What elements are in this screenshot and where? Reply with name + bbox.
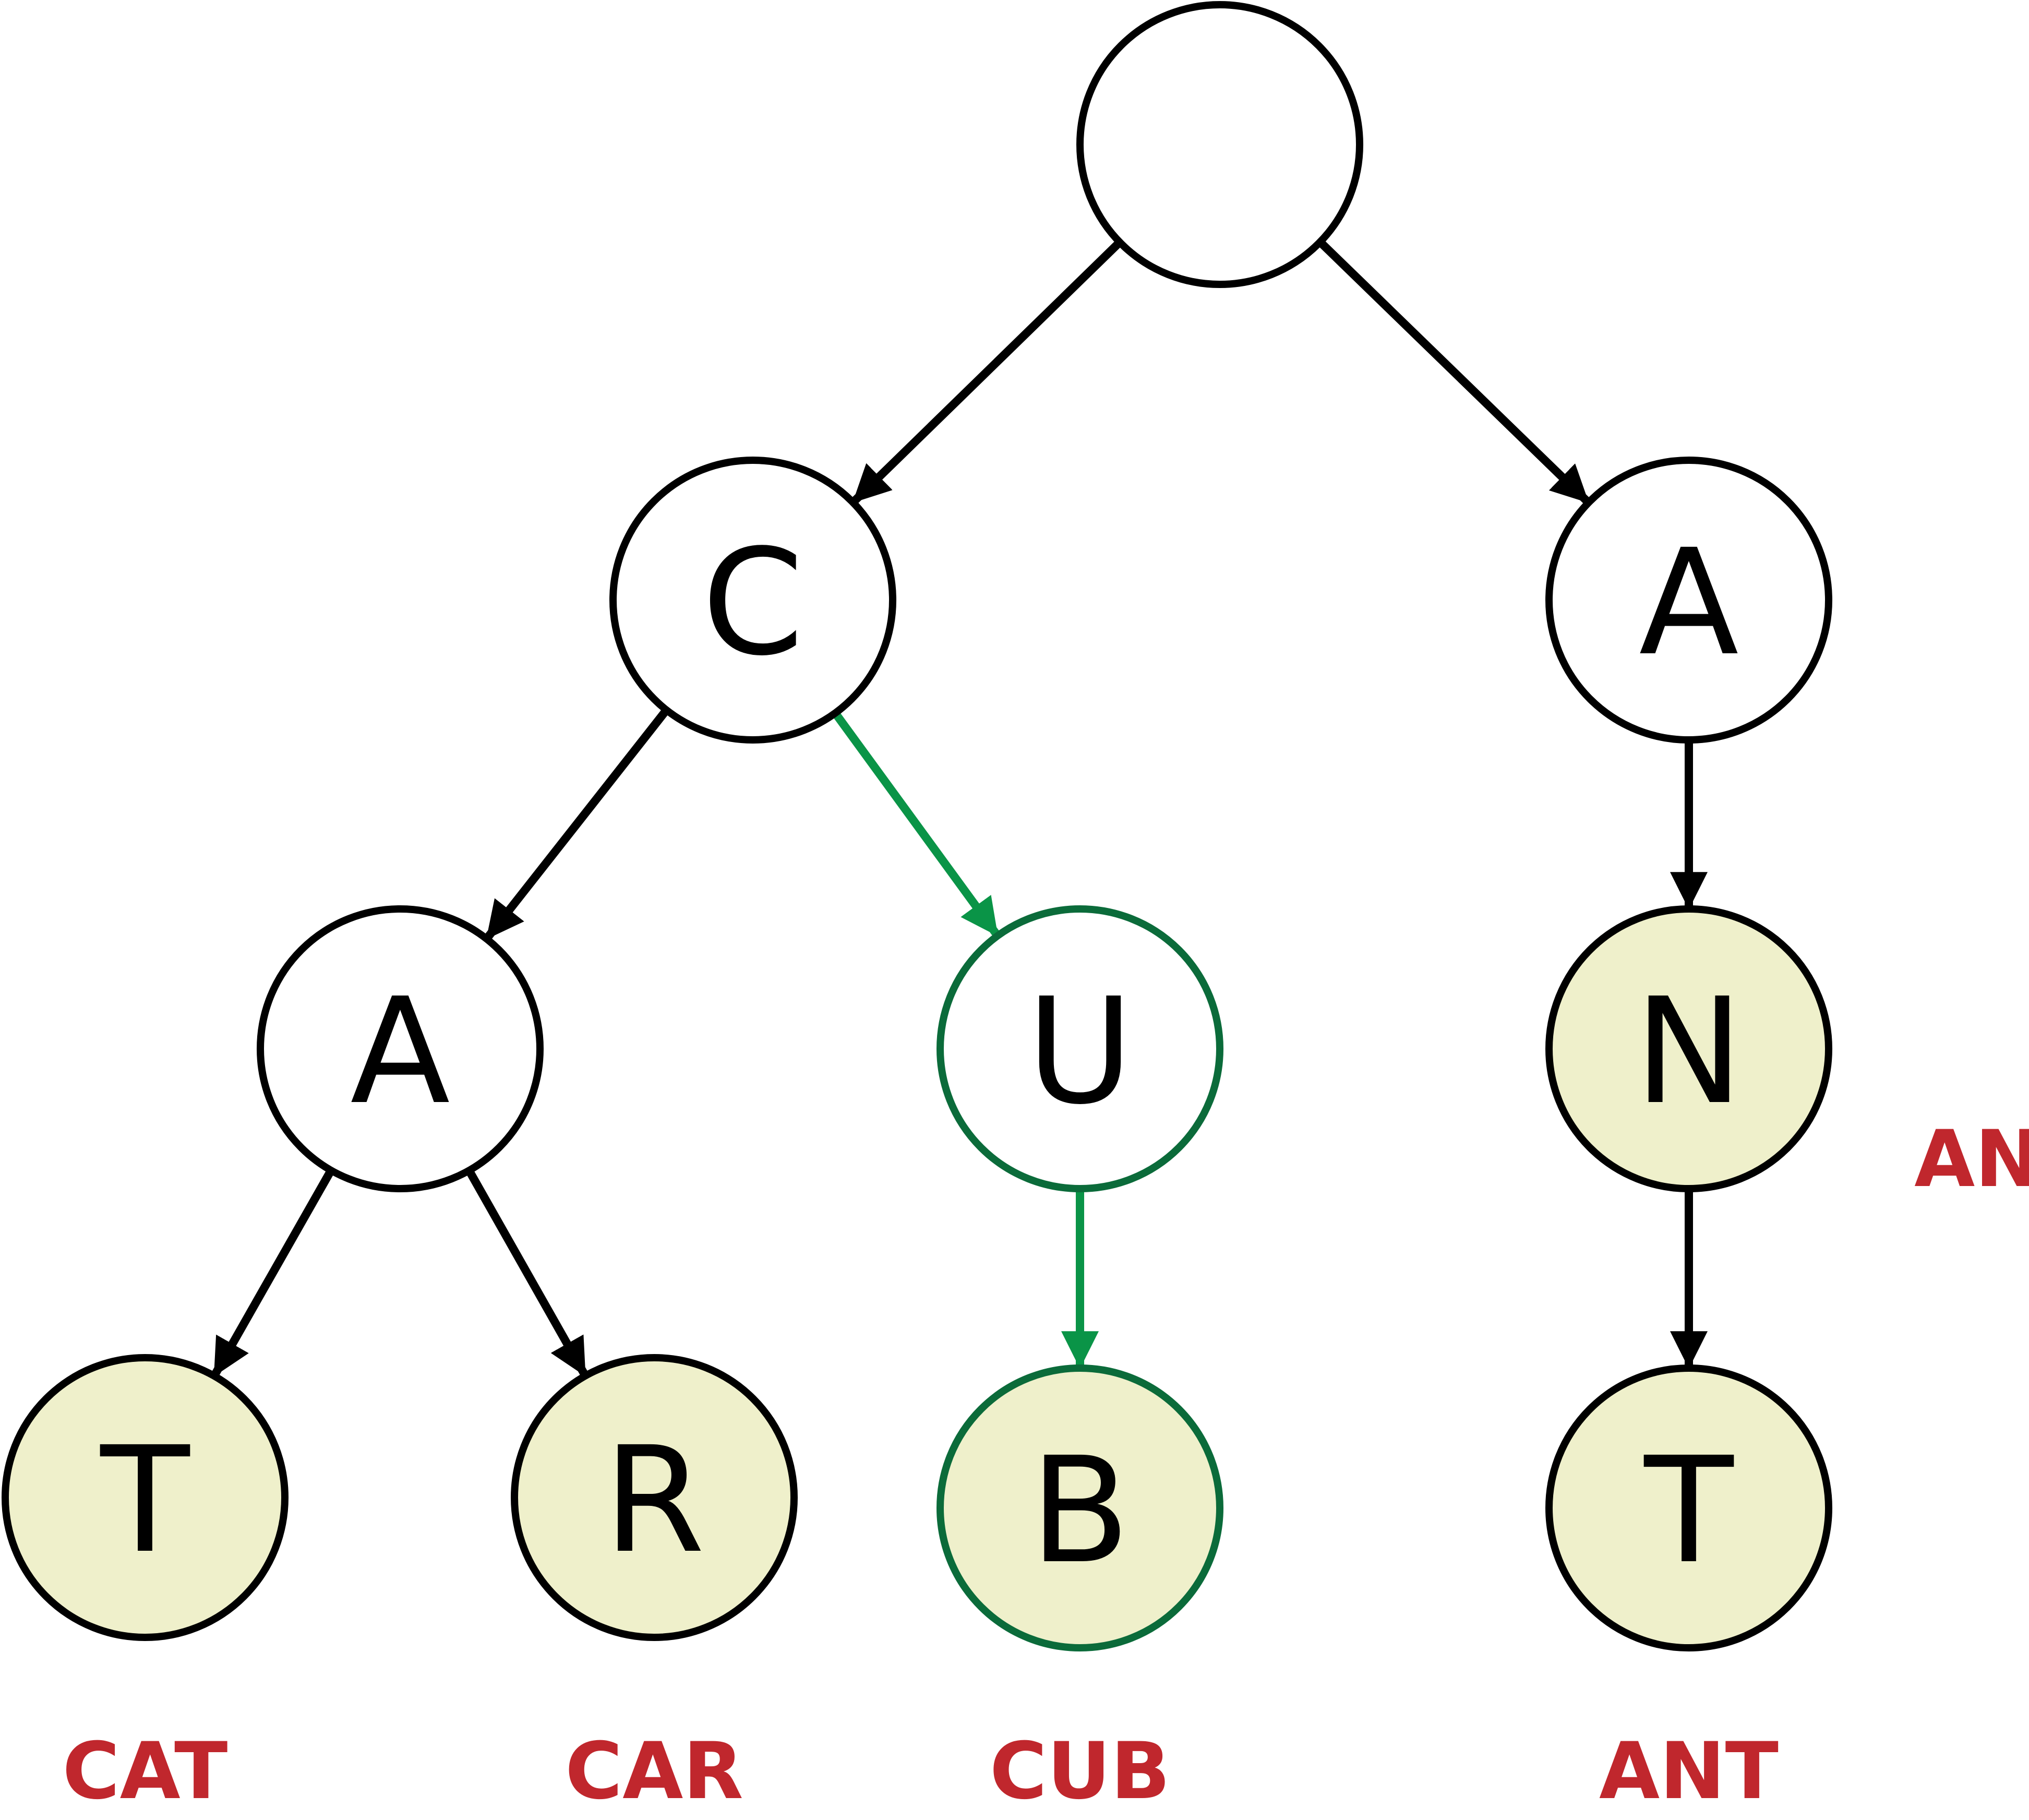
edges-layer xyxy=(211,237,1708,1378)
edge-c-to-a2 xyxy=(484,705,671,941)
node-letter: B xyxy=(1030,1426,1130,1596)
trie-node-t1: T xyxy=(2,1354,289,1641)
trie-node-t2: T xyxy=(1545,1364,1832,1651)
word-label-car: CAR xyxy=(565,1726,743,1817)
node-circle xyxy=(1545,1364,1832,1651)
node-letter: C xyxy=(702,518,804,688)
node-circle xyxy=(257,905,544,1192)
word-labels-layer: CAT CAR CUB ANT AN xyxy=(63,1114,2029,1817)
node-letter: R xyxy=(604,1416,705,1586)
nodes-layer: C A A U N T R B T xyxy=(2,1,1832,1651)
trie-node-b: B xyxy=(937,1364,1223,1651)
trie-node-a1: A xyxy=(1545,457,1832,744)
node-letter: T xyxy=(98,1416,191,1586)
node-circle xyxy=(609,457,896,744)
word-label-cat: CAT xyxy=(63,1726,228,1817)
edge-a2-to-t1 xyxy=(211,1166,335,1378)
node-circle xyxy=(937,905,1223,1192)
edge-c-to-u xyxy=(831,709,1000,938)
word-label-an: AN xyxy=(1914,1114,2029,1205)
node-letter: T xyxy=(1642,1426,1735,1596)
node-letter: A xyxy=(350,967,451,1137)
trie-node-a2: A xyxy=(257,905,544,1192)
node-circle xyxy=(2,1354,289,1641)
node-circle xyxy=(1076,1,1363,288)
word-label-cub: CUB xyxy=(990,1726,1170,1817)
node-circle xyxy=(511,1354,798,1641)
edge-root-to-a1 xyxy=(1316,237,1591,505)
node-circle xyxy=(1545,457,1832,744)
node-letter: U xyxy=(1027,967,1134,1137)
trie-node-n: N xyxy=(1545,905,1832,1192)
node-letter: A xyxy=(1639,518,1739,688)
node-circle xyxy=(1545,905,1832,1192)
trie-node-root xyxy=(1076,1,1363,288)
word-label-ant: ANT xyxy=(1599,1726,1779,1817)
node-letter: N xyxy=(1634,967,1743,1137)
edge-a2-to-r xyxy=(465,1166,588,1378)
trie-node-r: R xyxy=(511,1354,798,1641)
node-circle xyxy=(937,1364,1223,1651)
trie-node-c: C xyxy=(609,457,896,744)
trie-node-u: U xyxy=(937,905,1223,1192)
edge-root-to-c xyxy=(851,238,1124,505)
